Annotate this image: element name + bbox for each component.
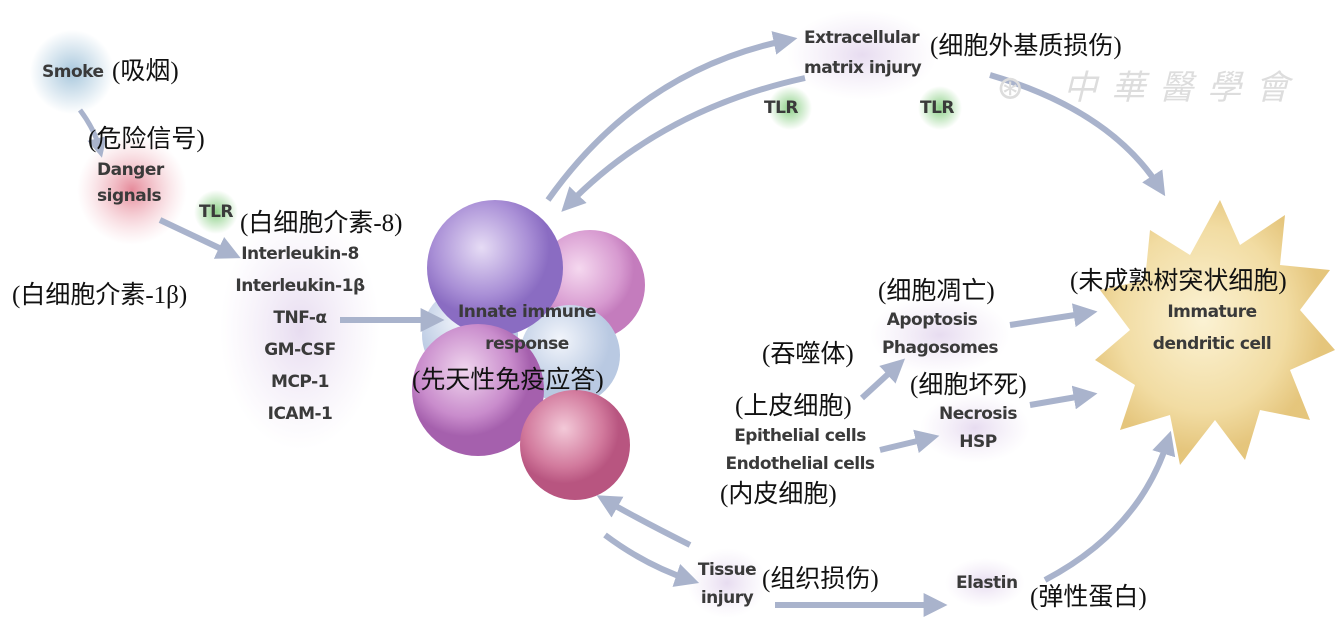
background-blobs: [30, 10, 1030, 618]
phagosomes-label: Phagosomes: [881, 338, 999, 358]
tlr-label: TLR: [764, 98, 799, 118]
tlr-label: TLR: [199, 202, 234, 222]
cytokine-item: MCP-1: [271, 372, 329, 392]
danger-label-line1: Danger: [97, 160, 164, 180]
innate-label-line1: Innate immune: [457, 302, 597, 322]
arrows: [77, 31, 1176, 617]
watermark-logo: ⊛ 中華醫學會: [996, 68, 1304, 108]
cytokine-item: ICAM-1: [267, 404, 333, 424]
ecm-label-line2: matrix injury: [804, 58, 922, 78]
dendritic-label-line2: dendritic cell: [1152, 334, 1272, 354]
epithelial-label: Epithelial cells: [734, 426, 866, 446]
tissue-label-line2: injury: [700, 588, 754, 608]
tlr-blob: [194, 190, 238, 234]
il1b-label-zh: (白细胞介素-1β): [12, 282, 188, 309]
endothelial-label: Endothelial cells: [725, 454, 875, 474]
cytokine-item: Interleukin-8: [241, 244, 359, 264]
apoptosis-label-zh: (细胞凋亡): [878, 278, 995, 305]
smoke-label-zh: (吸烟): [112, 58, 179, 85]
cytokine-item: GM-CSF: [264, 340, 336, 360]
dendritic-label-line1: Immature: [1167, 302, 1257, 322]
necrosis-label-zh: (细胞坏死): [910, 372, 1027, 399]
immune-cells: [412, 200, 645, 500]
elastin-label-zh: (弹性蛋白): [1030, 584, 1147, 611]
il8-label-zh: (白细胞介素-8): [240, 210, 403, 237]
smoke-blob: [30, 30, 114, 114]
dendritic-cell: [1095, 200, 1335, 465]
cytokine-item: Interleukin-1β: [235, 276, 365, 296]
tlr-label: TLR: [920, 98, 955, 118]
tissue-label-zh: (组织损伤): [762, 566, 879, 593]
necrosis-label: Necrosis: [939, 404, 1017, 424]
hsp-label: HSP: [959, 432, 997, 452]
innate-label-line2: response: [485, 334, 569, 354]
epithelial-label-zh: (上皮细胞): [735, 393, 852, 420]
danger-label-zh: (危险信号): [88, 126, 205, 153]
tissue-label-line1: Tissue: [697, 560, 757, 580]
phagosomes-label-zh: (吞噬体): [762, 341, 854, 368]
ecm-label-zh: (细胞外基质损伤): [930, 33, 1122, 60]
endothelial-label-zh: (内皮细胞): [720, 481, 837, 508]
danger-blob: [77, 135, 187, 245]
cytokine-item: TNF-α: [273, 308, 327, 328]
elastin-label: Elastin: [956, 573, 1018, 593]
innate-label-zh: (先天性免疫应答): [412, 367, 604, 394]
dendritic-label-zh: (未成熟树突状细胞): [1070, 268, 1287, 295]
apoptosis-label: Apoptosis: [886, 310, 978, 330]
smoke-label: Smoke: [42, 62, 104, 82]
tlr-blob: [918, 86, 962, 130]
danger-label-line2: signals: [97, 186, 162, 206]
ecm-label-line1: Extracellular: [804, 28, 920, 48]
tlr-blob: [768, 86, 812, 130]
